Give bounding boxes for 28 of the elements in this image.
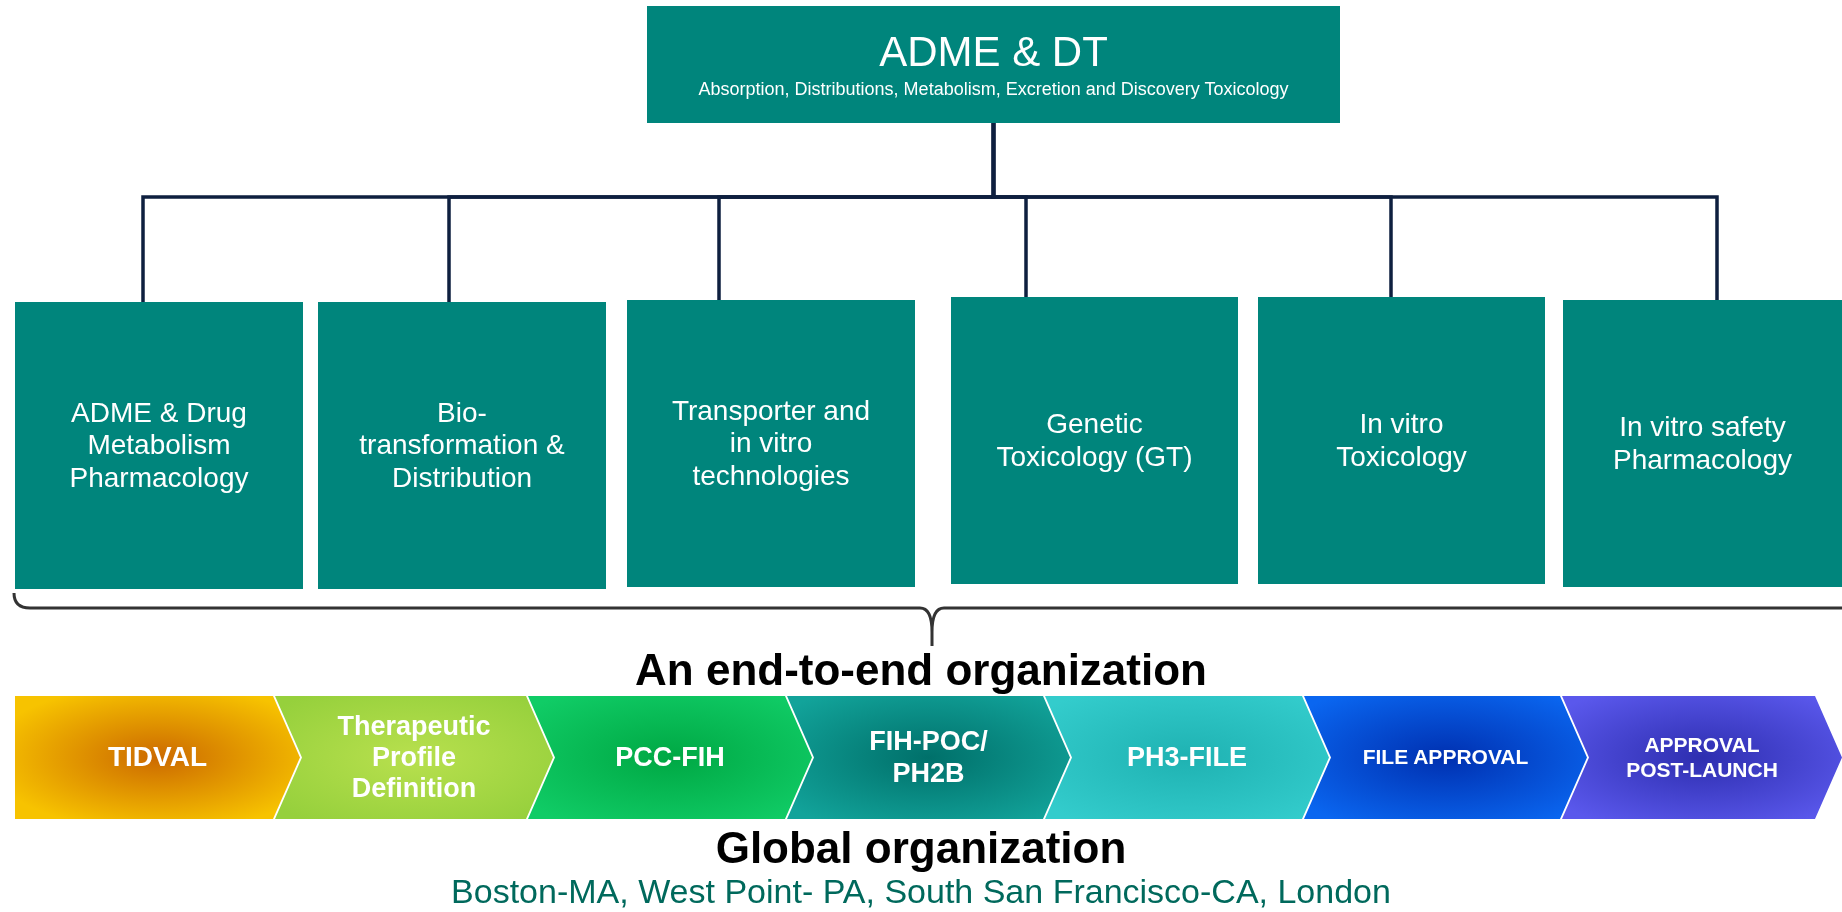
unit-box (627, 300, 915, 587)
phase-label: PH3-FILE (1127, 741, 1247, 773)
timeline-phase-segment (1562, 696, 1842, 819)
unit-label: Bio-transformation & Distribution (358, 397, 566, 494)
unit-box (15, 302, 303, 589)
phase-label: FILE APPROVAL (1362, 745, 1529, 770)
timeline-phase-segment (15, 696, 300, 819)
unit-label: Transporter and in vitro technologies (670, 395, 872, 492)
unit-box (1563, 300, 1842, 587)
unit-box (318, 302, 606, 589)
unit-label: ADME & Drug Metabolism Pharmacology (68, 397, 250, 494)
section-heading: An end-to-end organization (634, 648, 1208, 692)
phase-label: TIDVAL (108, 741, 207, 774)
unit-label: Genetic Toxicology (GT) (995, 408, 1194, 473)
phase-label: APPROVAL POST-LAUNCH (1625, 733, 1779, 782)
unit-label: In vitro Toxicology (1335, 408, 1468, 473)
box-title: ADME & DT (879, 28, 1108, 75)
unit-box (1258, 297, 1545, 584)
phase-label: FIH-POC/ PH2B (868, 726, 989, 789)
unit-box (951, 297, 1238, 584)
unit-label: In vitro safety Pharmacology (1612, 411, 1793, 476)
box-subtitle: Absorption, Distributions, Metabolism, Excretion and Discovery Toxicology (698, 78, 1289, 101)
phase-label: Therapeutic Profile Definition (336, 710, 492, 805)
header-box (647, 6, 1340, 123)
connector-line (991, 123, 1719, 300)
phase-label: PCC-FIH (615, 741, 725, 773)
locations-text: Boston-MA, West Point- PA, South San Francisco-CA, London (450, 874, 1392, 908)
section-heading: Global organization (714, 826, 1128, 870)
